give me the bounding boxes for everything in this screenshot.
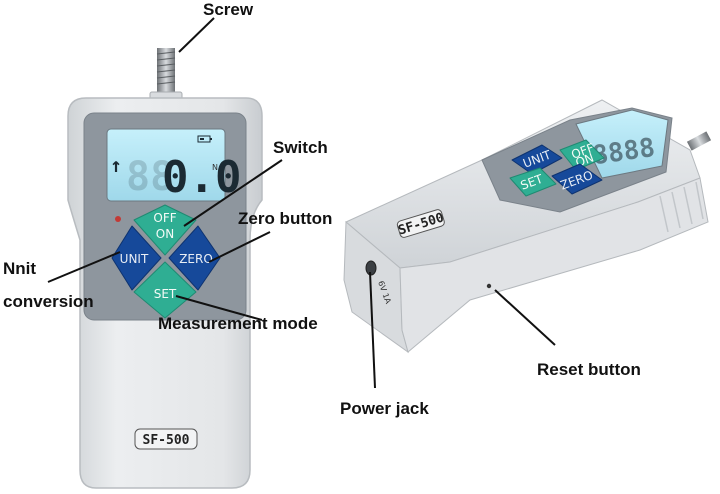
callout-reset-button: Reset button: [537, 360, 641, 379]
reset-hole-icon[interactable]: [486, 283, 492, 289]
set-button[interactable]: SET: [133, 261, 197, 319]
screw-icon: [149, 48, 183, 101]
front-device: ↑ 88 0.0 N OFF ON UNIT ZERO: [67, 48, 263, 489]
callout-switch: Switch: [273, 138, 328, 157]
callout-zero-button: Zero button: [238, 209, 332, 228]
side-model-plate: [396, 209, 445, 238]
reset-leader: [494, 289, 556, 346]
side-device-side: [399, 177, 709, 353]
unit-conversion-leader: [47, 251, 121, 283]
callout-unit-conversion-line2: conversion: [3, 292, 94, 311]
side-unit-button[interactable]: UNIT: [511, 144, 563, 175]
measurement-mode-leader: [175, 295, 263, 321]
grip-ribs: [659, 181, 704, 233]
switch-leader: [183, 159, 283, 227]
callout-unit-conversion-line1: Nnit: [3, 259, 36, 278]
arrow-up-icon: ↑: [110, 153, 122, 177]
zero-button-label: ZERO: [179, 252, 213, 266]
unit-button[interactable]: UNIT: [111, 225, 162, 291]
side-screw-icon: [686, 131, 712, 151]
indicator-led: [115, 216, 121, 222]
unit-button-label: UNIT: [120, 252, 149, 266]
screw-leader: [178, 17, 215, 53]
set-button-label: SET: [154, 287, 177, 301]
callout-power-jack: Power jack: [340, 399, 429, 418]
zero-button[interactable]: ZERO: [168, 225, 221, 291]
front-display-ghost: 88: [126, 154, 174, 200]
front-display-unit: N: [212, 163, 218, 172]
side-device: 8888 UNIT OFF ON SET ZERO SF-500: [343, 99, 712, 354]
front-lcd: ↑ 88 0.0 N: [106, 128, 241, 203]
front-display-value: 0.0: [162, 152, 241, 203]
zero-leader: [208, 231, 271, 263]
side-off-on-button[interactable]: OFF ON: [559, 139, 605, 171]
callout-screw: Screw: [203, 0, 254, 19]
front-model-plate: [134, 428, 198, 450]
callout-measurement-mode: Measurement mode: [158, 314, 318, 333]
off-on-button[interactable]: OFF ON: [133, 204, 197, 256]
callout-lines: [47, 17, 556, 389]
power-jack-leader: [369, 271, 376, 389]
off-on-button-label-on: ON: [156, 227, 174, 241]
front-model-label: SF-500: [143, 433, 190, 448]
side-set-button[interactable]: SET: [509, 167, 557, 197]
off-on-button-label-off: OFF: [153, 211, 176, 225]
battery-icon: [197, 135, 212, 143]
side-lcd: [575, 109, 669, 179]
